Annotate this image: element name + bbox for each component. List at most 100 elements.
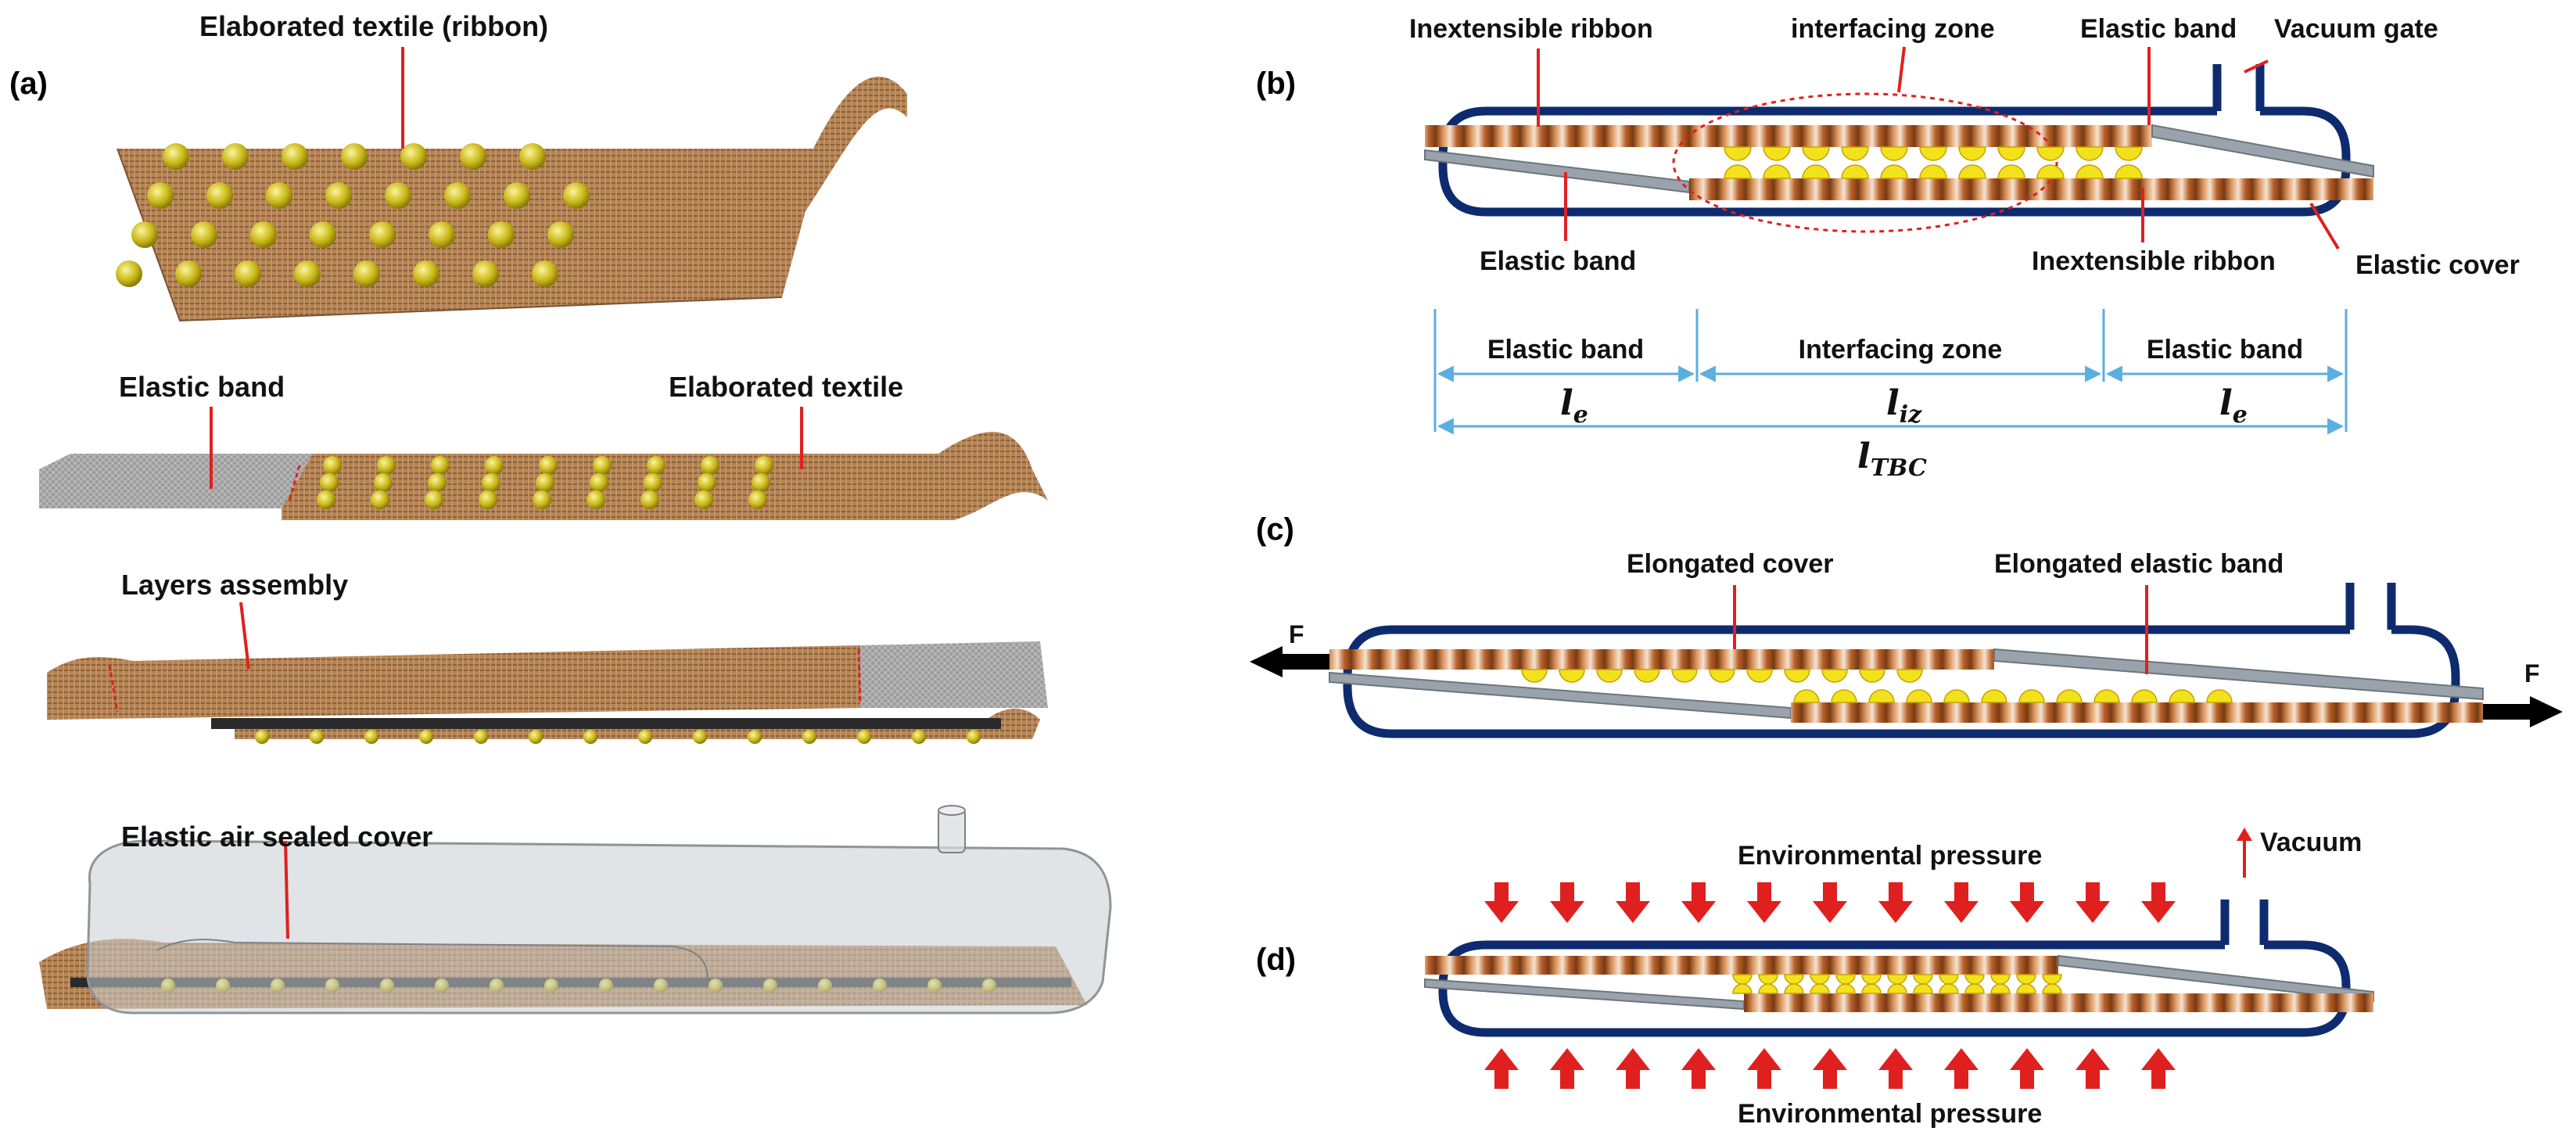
label-elastic-bottom: Elastic band xyxy=(1480,246,1636,276)
b-callout-vacuum-gate xyxy=(2244,59,2269,74)
bead xyxy=(536,473,554,492)
a2-elastic-band xyxy=(39,454,313,508)
label-interfacing-zone: interfacing zone xyxy=(1791,14,1995,44)
bead xyxy=(547,221,574,248)
a2-beads xyxy=(317,456,773,509)
pressure-arrow xyxy=(2141,1048,2176,1089)
bead-top xyxy=(1802,146,1830,161)
bead xyxy=(519,143,546,170)
a4-callout xyxy=(284,840,289,939)
bead-bottom xyxy=(1793,689,1820,703)
bead xyxy=(431,456,450,475)
pressure-arrow xyxy=(1550,882,1584,923)
bead-top xyxy=(1596,669,1623,683)
bead xyxy=(504,182,530,209)
pressure-arrow xyxy=(1747,882,1781,923)
label-inextensible-bottom: Inextensible ribbon xyxy=(2032,246,2276,276)
b-ribbon-top xyxy=(1425,125,2152,147)
sym-le-left: le xyxy=(1560,383,1588,429)
bead-top xyxy=(1859,669,1885,683)
bead-bottom xyxy=(1732,983,1753,994)
label-elongated-band: Elongated elastic band xyxy=(1994,549,2284,579)
bead-top xyxy=(1758,974,1778,985)
bead xyxy=(400,143,427,170)
bead-bottom xyxy=(1784,983,1804,994)
bead xyxy=(460,143,486,170)
bead-bottom xyxy=(1835,983,1856,994)
bead-bottom xyxy=(1919,164,1947,179)
bead xyxy=(593,456,612,475)
label-elongated-cover: Elongated cover xyxy=(1627,549,1834,579)
bead-top xyxy=(1671,669,1698,683)
bead-bottom xyxy=(1841,164,1869,179)
bead xyxy=(488,221,515,248)
bead-bottom xyxy=(1861,983,1882,994)
bead xyxy=(317,490,335,509)
bead xyxy=(364,730,379,744)
bead xyxy=(320,473,339,492)
a4-cover xyxy=(86,805,1112,1015)
bead-top xyxy=(2042,974,2062,985)
a3-callout xyxy=(239,602,250,670)
d-band-left xyxy=(1424,978,1745,1011)
bead-top xyxy=(1990,974,2011,985)
bead xyxy=(323,456,342,475)
bead-top xyxy=(1841,146,1869,161)
bead-bottom xyxy=(1887,983,1907,994)
b-beads xyxy=(1724,146,2143,179)
bead xyxy=(479,490,497,509)
bead-bottom xyxy=(2042,983,2062,994)
panel-d-label: (d) xyxy=(1256,943,1296,977)
sym-ltbc: lTBC xyxy=(1857,436,1927,482)
bead xyxy=(377,456,396,475)
pressure-arrow xyxy=(1484,882,1519,923)
pressure-arrow xyxy=(1813,882,1847,923)
bead-top xyxy=(1732,974,1753,985)
bead-top xyxy=(1810,974,1830,985)
bead xyxy=(116,260,142,287)
bead xyxy=(425,490,443,509)
bead xyxy=(341,143,368,170)
bead-bottom xyxy=(2093,689,2120,703)
bead xyxy=(206,182,233,209)
label-elastic-top: Elastic band xyxy=(2080,14,2237,44)
pressure-arrow xyxy=(1747,1048,1781,1089)
bead xyxy=(310,730,324,744)
pressure-arrow xyxy=(1681,1048,1716,1089)
bead xyxy=(429,221,455,248)
bead-top xyxy=(1964,974,1985,985)
bead-top xyxy=(1746,669,1773,683)
c-band-right xyxy=(1993,648,2484,701)
c-ribbon-top xyxy=(1329,649,1994,670)
bead xyxy=(413,260,439,287)
c-force-left-arrow xyxy=(1250,646,1329,677)
bead xyxy=(748,490,767,509)
pressure-arrow xyxy=(1484,1048,1519,1089)
bead xyxy=(374,473,393,492)
b-callout-elastic-cover xyxy=(2309,202,2340,250)
bead-top xyxy=(1919,146,1947,161)
bead-top xyxy=(2036,146,2065,161)
bead xyxy=(385,182,411,209)
bead xyxy=(163,143,189,170)
label-elastic-cover: Elastic cover xyxy=(2355,250,2520,280)
a3-beads xyxy=(255,730,981,744)
bead xyxy=(638,730,652,744)
bead-bottom xyxy=(1880,164,1908,179)
bead-top xyxy=(1939,974,1959,985)
bead-bottom xyxy=(1763,164,1791,179)
c-force-right-arrow xyxy=(2483,696,2563,727)
bead-top xyxy=(1784,974,1804,985)
bead xyxy=(590,473,608,492)
a3-lower-layer xyxy=(211,709,1040,739)
b-band-right xyxy=(2151,124,2374,178)
bead xyxy=(694,490,713,509)
bead-top xyxy=(1913,974,1933,985)
label-vacuum: Vacuum xyxy=(2260,828,2362,857)
dim-mid-label: Interfacing zone xyxy=(1799,335,2003,365)
bead xyxy=(967,730,981,744)
panel-b-label: (b) xyxy=(1256,66,1296,101)
bead-bottom xyxy=(2206,689,2233,703)
bead-top xyxy=(1784,669,1810,683)
b-callout-iz xyxy=(1897,46,1906,93)
